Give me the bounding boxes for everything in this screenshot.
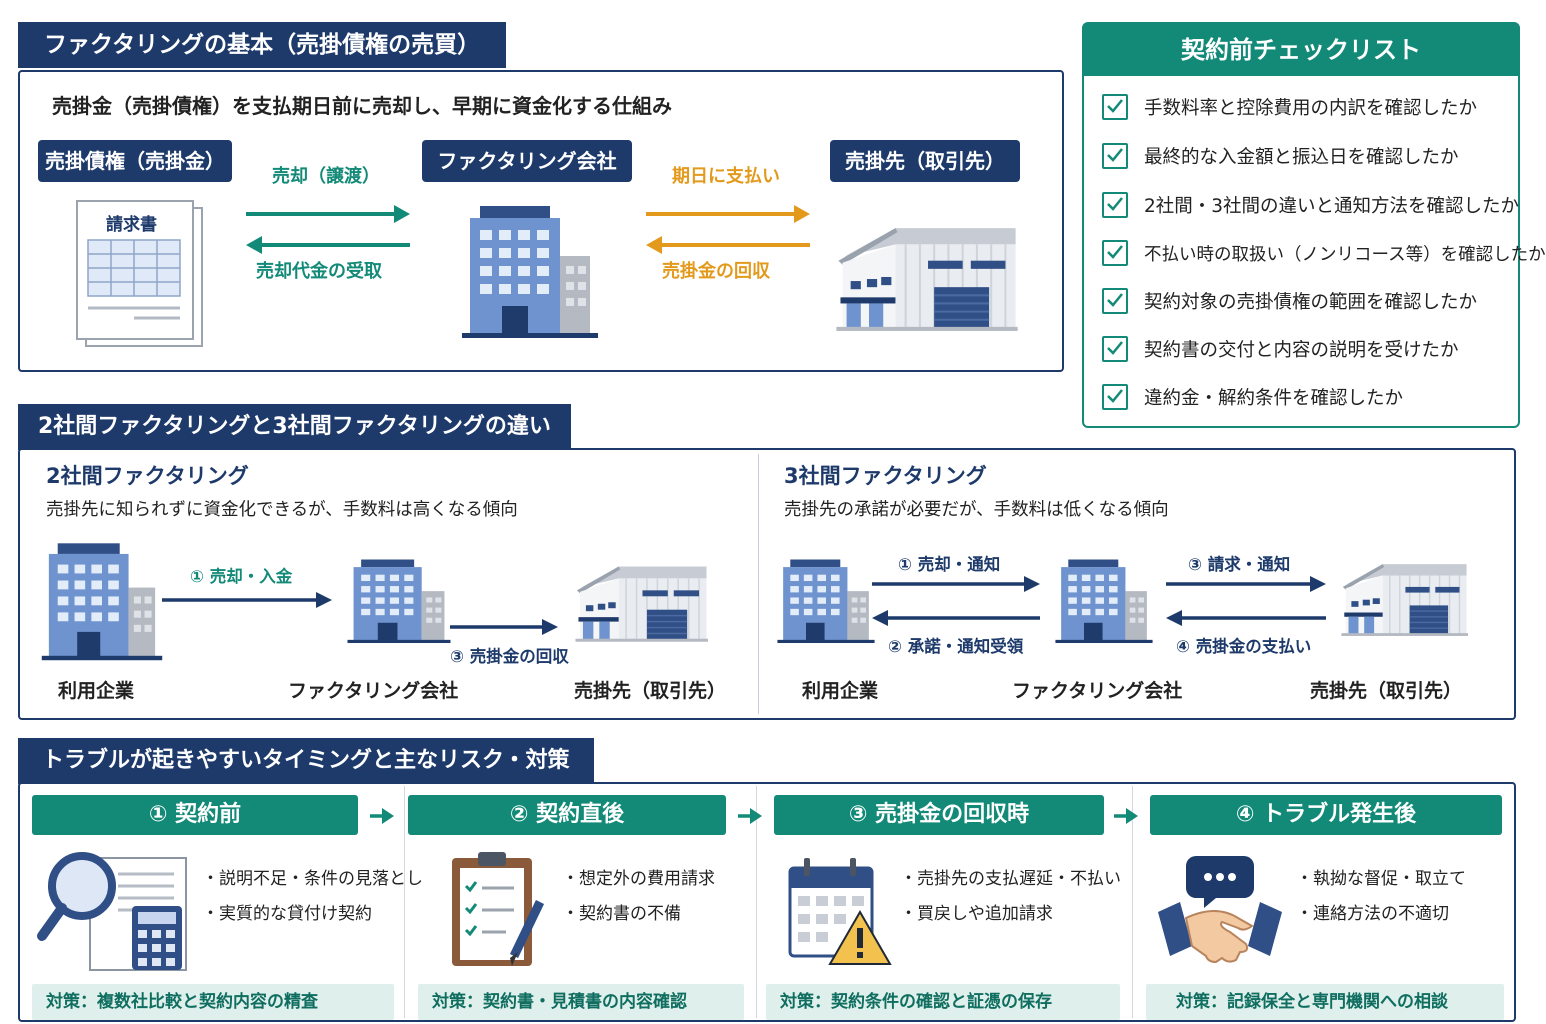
checkbox-checked-icon[interactable] [1102, 240, 1128, 266]
arrow-right-icon [646, 205, 810, 223]
three-party-company-label: ファクタリング会社 [1012, 680, 1183, 702]
invoice-document-icon [74, 198, 206, 350]
trouble-title: トラブルが起きやすいタイミングと主なリスク・対策 [18, 738, 594, 784]
stage-after-contract: ② 契約直後 [408, 795, 726, 835]
checkbox-checked-icon[interactable] [1102, 336, 1128, 362]
receivable-label: 売掛債権（売掛金） [38, 140, 232, 182]
customer-warehouse-icon [574, 556, 708, 650]
checklist-item[interactable]: 違約金・解約条件を確認したか [1102, 382, 1403, 412]
checklist-item[interactable]: 契約書の交付と内容の説明を受けたか [1102, 334, 1459, 364]
user-company-building-icon [776, 538, 876, 662]
three-party-step1-label: ① 売却・通知 [898, 555, 1001, 574]
arrow-left-icon [1166, 610, 1326, 626]
measure-after-contract: 対策：契約書・見積書の内容確認 [418, 984, 744, 1020]
arrow-right-icon [246, 205, 410, 223]
arrow-right-icon [1166, 576, 1326, 592]
checklist-item-text: 2社間・3社間の違いと通知方法を確認したか [1144, 196, 1520, 217]
three-party-user-label: 利用企業 [802, 680, 879, 702]
checkbox-checked-icon[interactable] [1102, 192, 1128, 218]
three-party-step3-label: ③ 請求・通知 [1188, 555, 1291, 574]
risk-item: ・執拗な督促・取立て [1296, 869, 1466, 889]
checkbox-checked-icon[interactable] [1102, 384, 1128, 410]
comparison-title: 2社間ファクタリングと3社間ファクタリングの違い [18, 404, 571, 450]
arrow-right-icon [1114, 808, 1138, 824]
basics-description: 売掛金（売掛債権）を支払期日前に売却し、早期に資金化する仕組み [52, 94, 672, 118]
checklist-item-text: 契約書の交付と内容の説明を受けたか [1144, 340, 1459, 361]
flow-proceeds-label: 売却代金の受取 [256, 261, 382, 282]
arrow-right-icon [450, 619, 558, 635]
risk-item: ・売掛先の支払遅延・不払い [900, 869, 1121, 889]
arrow-left-icon [246, 236, 410, 254]
measure-after-trouble: 対策：記録保全と専門機関への相談 [1146, 984, 1504, 1020]
checklist-item[interactable]: 最終的な入金額と振込日を確認したか [1102, 141, 1459, 171]
handshake-chat-icon [1158, 856, 1282, 964]
checklist-item-text: 手数料率と控除費用の内訳を確認したか [1144, 98, 1478, 119]
two-party-description: 売掛先に知られずに資金化できるが、手数料は高くなる傾向 [46, 500, 518, 520]
flow-sale-label: 売却（譲渡） [272, 166, 380, 187]
arrow-right-icon [162, 592, 332, 608]
customer-warehouse-icon [834, 222, 1018, 334]
three-party-description: 売掛先の承諾が必要だが、手数料は低くなる傾向 [784, 500, 1169, 520]
two-party-title: 2社間ファクタリング [46, 464, 249, 488]
flow-collection-label: 売掛金の回収 [662, 261, 770, 282]
measure-before-contract: 対策：複数社比較と契約内容の精査 [32, 984, 394, 1020]
risk-item: ・買戻しや追加請求 [900, 904, 1053, 924]
arrow-left-icon [646, 236, 810, 254]
stage-after-trouble: ④ トラブル発生後 [1150, 795, 1502, 835]
three-party-title: 3社間ファクタリング [784, 464, 987, 488]
two-party-user-label: 利用企業 [58, 680, 135, 702]
arrow-right-icon [370, 808, 394, 824]
checklist-item[interactable]: 契約対象の売掛債権の範囲を確認したか [1102, 286, 1477, 316]
checklist-item[interactable]: 2社間・3社間の違いと通知方法を確認したか [1102, 190, 1519, 220]
risk-item: ・実質的な貸付け契約 [202, 904, 372, 924]
checklist-title: 契約前チェックリスト [1084, 24, 1518, 76]
checklist-item-text: 違約金・解約条件を確認したか [1144, 388, 1404, 409]
arrow-right-icon [872, 576, 1040, 592]
two-party-company-label: ファクタリング会社 [288, 680, 459, 702]
factoring-company-label: ファクタリング会社 [422, 140, 632, 182]
flow-payment-due-label: 期日に支払い [672, 166, 780, 187]
stage-before-contract: ① 契約前 [32, 795, 358, 835]
user-company-building-icon [40, 538, 164, 662]
checklist-item[interactable]: 手数料率と控除費用の内訳を確認したか [1102, 92, 1477, 122]
invoice-title: 請求書 [106, 215, 157, 235]
arrow-right-icon [738, 808, 762, 824]
three-party-step4-label: ④ 売掛金の支払い [1176, 637, 1312, 656]
risk-item: ・連絡方法の不適切 [1296, 904, 1449, 924]
measure-collection: 対策：契約条件の確認と証憑の保存 [766, 984, 1120, 1020]
basics-title: ファクタリングの基本（売掛債権の売買） [18, 22, 507, 68]
arrow-left-icon [872, 610, 1040, 626]
checklist-panel: 契約前チェックリスト 手数料率と控除費用の内訳を確認したか 最終的な入金額と振込… [1082, 22, 1546, 428]
customer-label: 売掛先（取引先） [830, 140, 1020, 182]
clipboard-checklist-icon [452, 852, 545, 966]
stage-divider [404, 786, 405, 1018]
checkbox-checked-icon[interactable] [1102, 94, 1128, 120]
checkbox-checked-icon[interactable] [1102, 288, 1128, 314]
checklist-item-text: 最終的な入金額と振込日を確認したか [1144, 147, 1459, 168]
two-party-step3-label: ③ 売掛金の回収 [450, 647, 569, 666]
comparison-divider [758, 454, 759, 714]
calendar-warning-icon [788, 858, 892, 965]
three-party-step2-label: ② 承諾・通知受領 [888, 637, 1024, 656]
stage-divider [1132, 786, 1133, 1018]
factoring-company-building-icon [1054, 538, 1154, 662]
checklist-item-text: 不払い時の取扱い（ノンリコース等）を確認したか [1144, 244, 1546, 265]
risk-item: ・契約書の不備 [562, 904, 681, 924]
checklist-item-text: 契約対象の売掛債権の範囲を確認したか [1144, 292, 1478, 313]
stage-divider [756, 786, 757, 1018]
checkbox-checked-icon[interactable] [1102, 143, 1128, 169]
factoring-company-building-icon [346, 538, 452, 662]
stage-collection: ③ 売掛金の回収時 [774, 795, 1104, 835]
magnifier-calculator-icon [37, 852, 187, 971]
two-party-step1-label: ① 売却・入金 [190, 567, 293, 586]
checklist-item[interactable]: 不払い時の取扱い（ノンリコース等）を確認したか [1102, 238, 1546, 268]
customer-warehouse-icon [1340, 550, 1468, 648]
risk-item: ・想定外の費用請求 [562, 869, 715, 889]
factoring-company-building-icon [460, 200, 600, 340]
risk-item: ・説明不足・条件の見落とし [202, 869, 423, 889]
three-party-customer-label: 売掛先（取引先） [1310, 680, 1463, 702]
two-party-customer-label: 売掛先（取引先） [574, 680, 727, 702]
